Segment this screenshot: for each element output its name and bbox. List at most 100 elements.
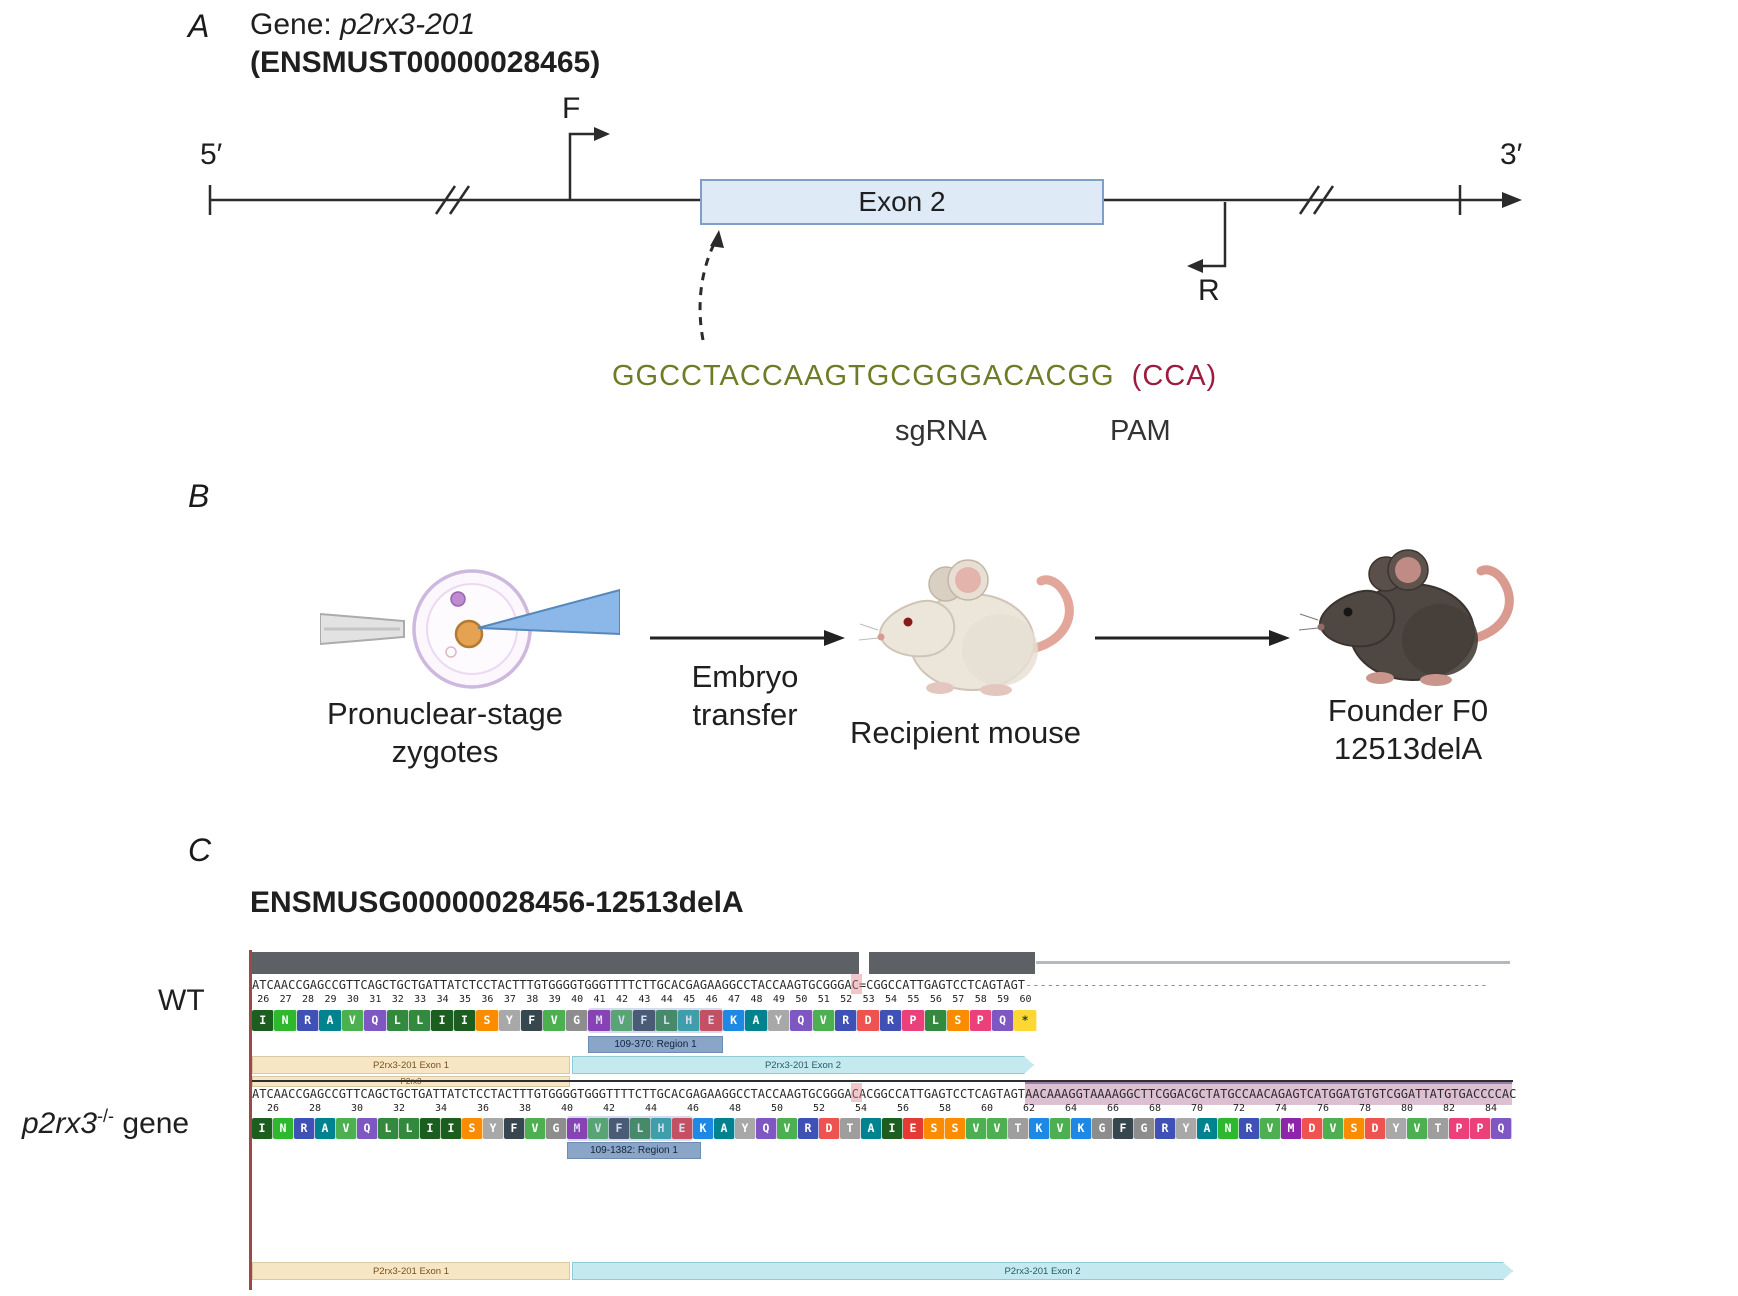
residue-number: 52	[812, 1103, 826, 1114]
residue-number: 47	[728, 994, 741, 1005]
residue-number: 68	[1148, 1103, 1162, 1114]
residue-number: 58	[938, 1103, 952, 1114]
ko-insertion-highlight	[1025, 1082, 1512, 1105]
aa-residue: E	[672, 1118, 693, 1139]
ko-region-label: 109-1382: Region 1	[590, 1145, 678, 1156]
founder-mouse-illustration	[1298, 549, 1514, 686]
panel-b-label: B	[188, 478, 210, 514]
residue-number: 43	[638, 994, 651, 1005]
forward-primer-arrowhead	[594, 127, 610, 141]
aa-residue: E	[700, 1010, 723, 1031]
residue-number: 27	[279, 994, 292, 1005]
aa-residue: R	[1239, 1118, 1260, 1139]
residue-number: 58	[974, 994, 987, 1005]
residue-number: 33	[414, 994, 427, 1005]
aa-residue: S	[947, 1010, 970, 1031]
aa-residue: D	[819, 1118, 840, 1139]
aa-residue: A	[315, 1118, 336, 1139]
residue-number: 39	[548, 994, 561, 1005]
residue-number: 31	[369, 994, 382, 1005]
mouse-foot	[980, 684, 1012, 696]
residue-number: 38	[526, 994, 539, 1005]
aa-residue: F	[504, 1118, 525, 1139]
aa-residue: L	[655, 1010, 679, 1031]
residue-number: 34	[436, 994, 449, 1005]
wt-coverage-bar-right	[869, 952, 1035, 974]
aa-residue: Q	[357, 1118, 378, 1139]
mouse-head	[1319, 589, 1396, 648]
mouse-nose	[1317, 623, 1325, 631]
aa-residue: G	[1134, 1118, 1155, 1139]
embryo-transfer-label: Embryo transfer	[691, 659, 799, 732]
residue-number: 72	[1232, 1103, 1246, 1114]
residue-number: 37	[503, 994, 516, 1005]
aa-residue: Y	[483, 1118, 504, 1139]
aa-residue: D	[1302, 1118, 1323, 1139]
residue-number: 54	[854, 1103, 868, 1114]
ko-gene-name: p2rx3	[22, 1107, 98, 1140]
aa-residue: Q	[1491, 1118, 1512, 1139]
aa-residue: S	[945, 1118, 966, 1139]
aa-residue: K	[1029, 1118, 1050, 1139]
residue-number: 28	[308, 1103, 322, 1114]
wt-coverage-bar-left	[252, 952, 859, 974]
ko-dna-right: AACAAAGGTAAAAGGCTTCGGACGCTATGCCAACAGAGTC…	[1025, 1087, 1517, 1101]
residue-number: 30	[350, 1103, 364, 1114]
residue-number: 36	[481, 994, 494, 1005]
wt-region-bar: 109-370: Region 1	[588, 1036, 723, 1053]
aa-residue: K	[1071, 1118, 1092, 1139]
residue-number: 41	[593, 994, 606, 1005]
mouse-head	[879, 599, 956, 658]
residue-number: 45	[683, 994, 696, 1005]
residue-number: 84	[1484, 1103, 1498, 1114]
gene-title-prefix: Gene:	[250, 8, 341, 41]
aa-residue: V	[588, 1118, 609, 1139]
zygote-microinjection-illustration	[320, 569, 620, 689]
wt-dna-gap: ----------------------------------------…	[1025, 978, 1488, 992]
aa-residue: Y	[498, 1010, 522, 1031]
sgrna-target-arrowhead	[710, 230, 724, 248]
residue-number: 42	[615, 994, 628, 1005]
mouse-foot	[926, 682, 954, 694]
residue-number: 64	[1064, 1103, 1078, 1114]
aa-residue: V	[610, 1010, 634, 1031]
line-break-left-icon	[434, 185, 471, 215]
aa-residue: I	[252, 1118, 273, 1139]
gene-line-arrowhead	[1502, 192, 1522, 208]
alignment-left-border	[249, 950, 252, 1290]
aa-residue: V	[812, 1010, 835, 1031]
aa-residue: M	[1281, 1118, 1302, 1139]
residue-number: 82	[1442, 1103, 1456, 1114]
zygote-caption: Pronuclear-stage zygotes	[326, 696, 564, 769]
aa-residue: V	[525, 1118, 546, 1139]
residue-number: 30	[346, 994, 359, 1005]
aa-residue: F	[609, 1118, 630, 1139]
residue-number: 51	[817, 994, 830, 1005]
aa-residue: Q	[790, 1010, 813, 1031]
residue-number: 34	[434, 1103, 448, 1114]
residue-number: 66	[1106, 1103, 1120, 1114]
mouse-tail	[1461, 565, 1514, 645]
aa-residue: I	[441, 1118, 462, 1139]
residue-number: 55	[907, 994, 920, 1005]
aa-residue: G	[565, 1010, 589, 1031]
alignment-title: ENSMUSG00000028456-12513delA	[250, 886, 744, 919]
residue-number: 48	[728, 1103, 742, 1114]
three-prime-label: 3′	[1500, 138, 1523, 171]
mouse-eye	[903, 617, 913, 627]
aa-residue: Y	[767, 1010, 791, 1031]
residue-number: 60	[980, 1103, 994, 1114]
residue-number: 52	[840, 994, 853, 1005]
aa-residue: L	[378, 1118, 399, 1139]
residue-number: 26	[257, 994, 270, 1005]
sgrna-sequence-line: GGCCTACCAAGTGCGGGACACGG (CCA)	[612, 360, 1217, 393]
pam-sequence: (CCA)	[1131, 360, 1218, 392]
reverse-primer-label: R	[1198, 274, 1220, 307]
aa-residue: S	[476, 1010, 499, 1031]
aa-residue: Q	[991, 1010, 1015, 1031]
aa-residue: Q	[756, 1118, 777, 1139]
aa-residue: F	[521, 1010, 544, 1031]
ko-row-label: p2rx3-/- gene	[22, 1106, 189, 1141]
